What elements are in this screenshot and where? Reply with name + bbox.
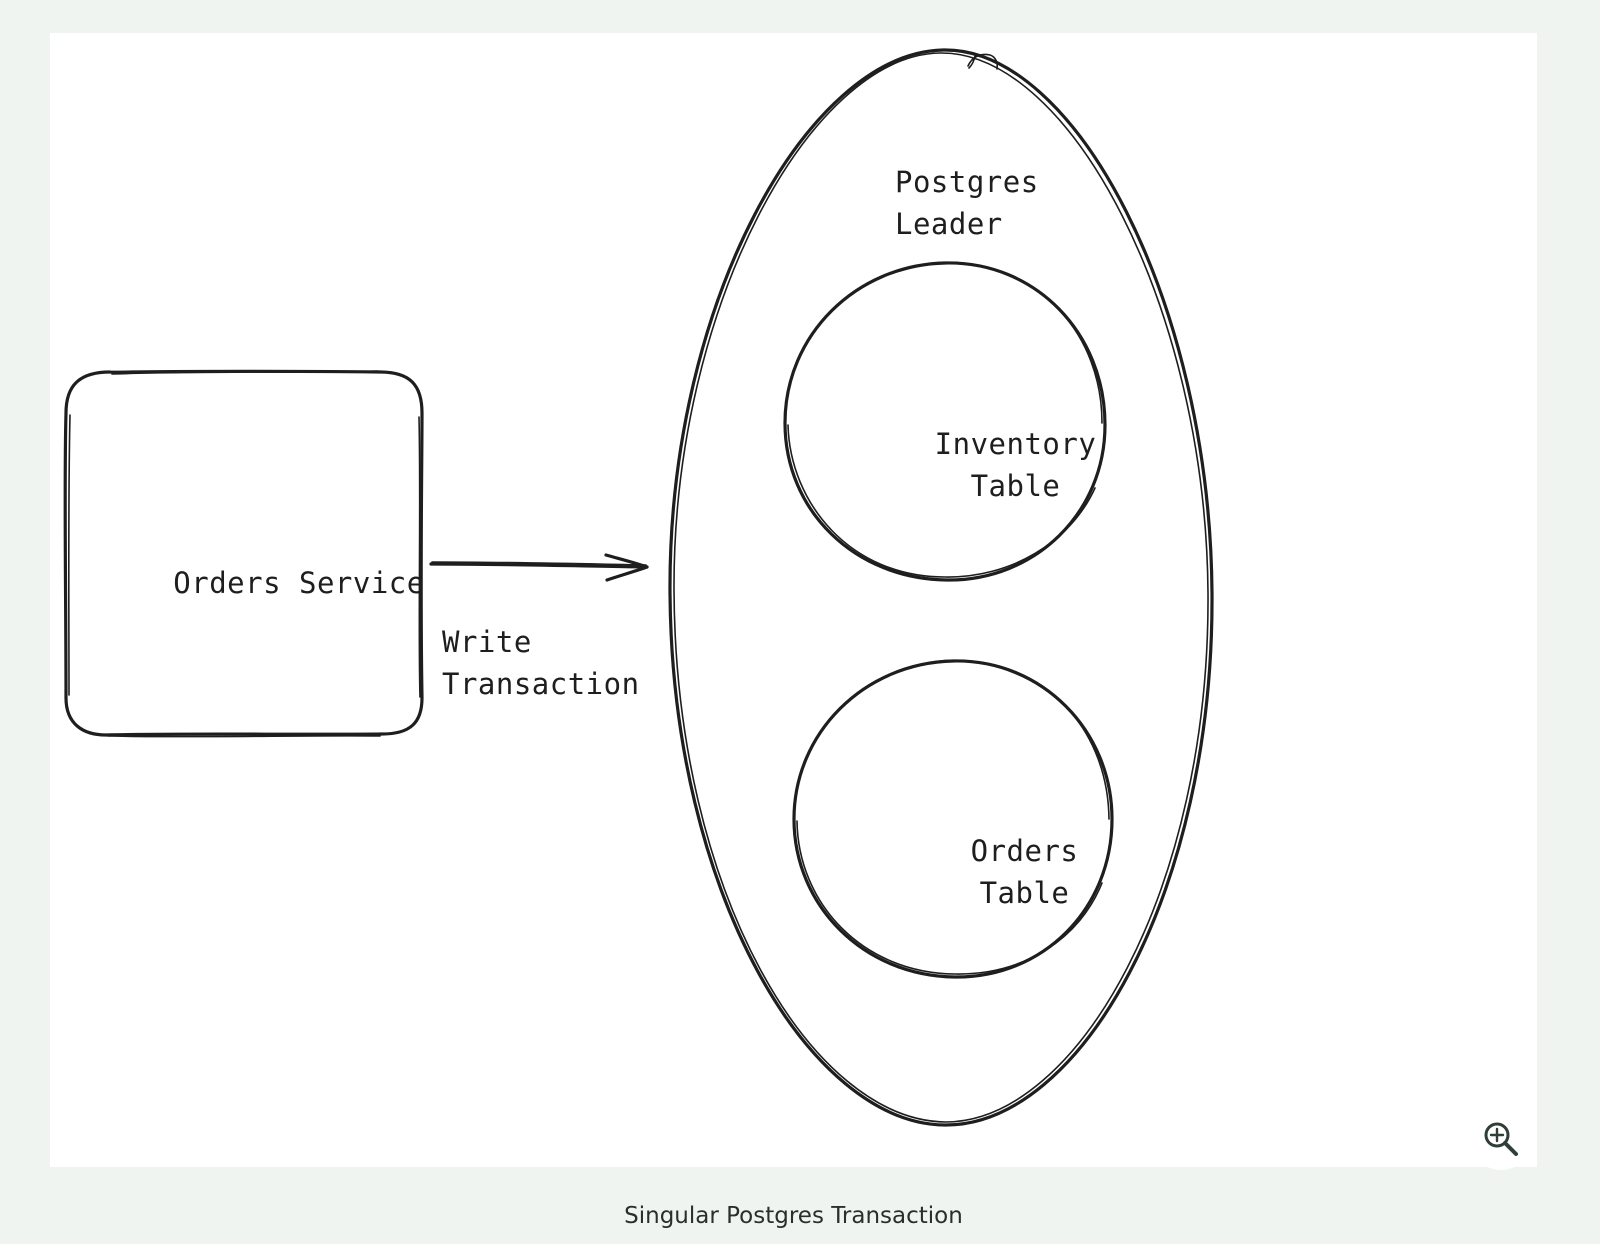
orders-service-label: Orders Service: [173, 566, 425, 600]
orders-service-box: [63, 369, 424, 738]
write-transaction-arrow: [429, 553, 649, 582]
write-transaction-label: Write Transaction: [442, 625, 640, 701]
figure-caption: Singular Postgres Transaction: [624, 1203, 963, 1229]
orders-table-label: Orders Table: [970, 834, 1079, 910]
zoom-button[interactable]: [1470, 1108, 1532, 1170]
inventory-table-label: Inventory Table: [934, 427, 1097, 503]
diagram-canvas: Orders Service Write Transaction Postgre…: [50, 33, 1537, 1167]
figure: Orders Service Write Transaction Postgre…: [50, 33, 1537, 1229]
zoom-in-icon: [1484, 1122, 1518, 1156]
diagram-svg: [63, 48, 1214, 1127]
postgres-leader-ellipse: [668, 48, 1214, 1127]
inventory-table-circle: [783, 261, 1107, 582]
postgres-leader-label: Postgres Leader: [895, 165, 1039, 241]
orders-table-circle: [792, 659, 1114, 979]
